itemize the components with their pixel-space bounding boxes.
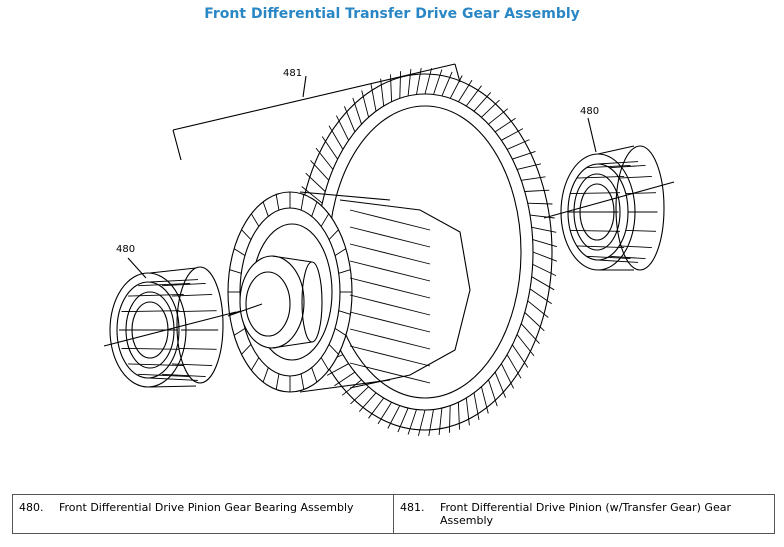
legend-cell-481: 481. Front Differential Drive Pinion (w/…: [393, 494, 775, 534]
gear-assembly-diagram: 481 480 480: [103, 63, 675, 436]
parts-legend-table: 480. Front Differential Drive Pinion Gea…: [12, 494, 775, 534]
bearing-left: [103, 257, 237, 388]
bearing-right: [543, 117, 675, 271]
table-row: 480. Front Differential Drive Pinion Gea…: [12, 494, 775, 534]
center-axis-line: [227, 303, 263, 317]
assembly-bracket: [172, 63, 461, 161]
gear-hub: [227, 191, 471, 393]
page-title: Front Differential Transfer Drive Gear A…: [204, 6, 580, 22]
callout-480-right: 480: [580, 106, 599, 117]
legend-number: 480.: [19, 501, 44, 514]
legend-number: 481.: [400, 501, 425, 514]
callout-481: 481: [283, 68, 302, 79]
callout-480-left: 480: [116, 244, 135, 255]
legend-text: Front Differential Drive Pinion (w/Trans…: [440, 501, 731, 527]
legend-cell-480: 480. Front Differential Drive Pinion Gea…: [12, 494, 394, 534]
legend-text: Front Differential Drive Pinion Gear Bea…: [59, 501, 354, 514]
